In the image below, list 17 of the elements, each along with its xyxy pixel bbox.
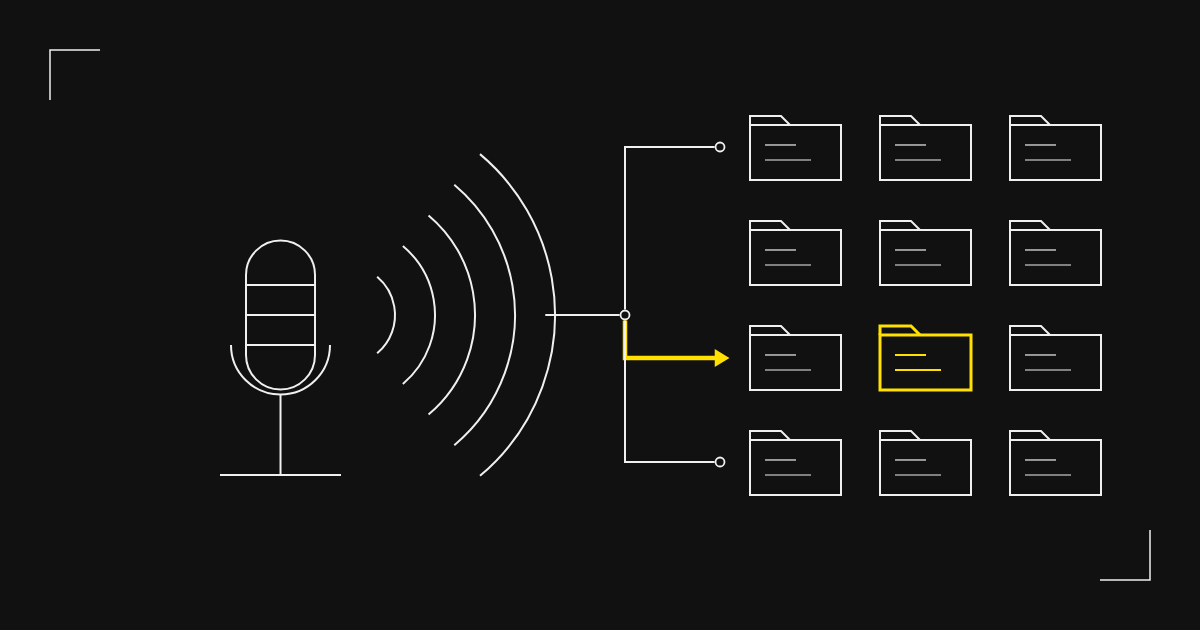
microphone-drawing xyxy=(219,239,342,476)
folder-icon xyxy=(1009,115,1102,181)
folder-icon xyxy=(879,430,972,496)
sound-waves xyxy=(376,153,556,477)
folder-icon xyxy=(1009,220,1102,286)
folder-icon xyxy=(1009,325,1102,391)
folder-icon xyxy=(879,220,972,286)
connector-line xyxy=(624,146,716,311)
connector-line xyxy=(544,314,621,316)
folder-icon xyxy=(749,430,842,496)
folder-icon xyxy=(879,115,972,181)
connector-line xyxy=(624,319,716,463)
folder-icon xyxy=(878,324,973,392)
folder-icon xyxy=(1009,430,1102,496)
folder-icon xyxy=(749,325,842,391)
folder-icon xyxy=(749,220,842,286)
folder-icon xyxy=(749,115,842,181)
